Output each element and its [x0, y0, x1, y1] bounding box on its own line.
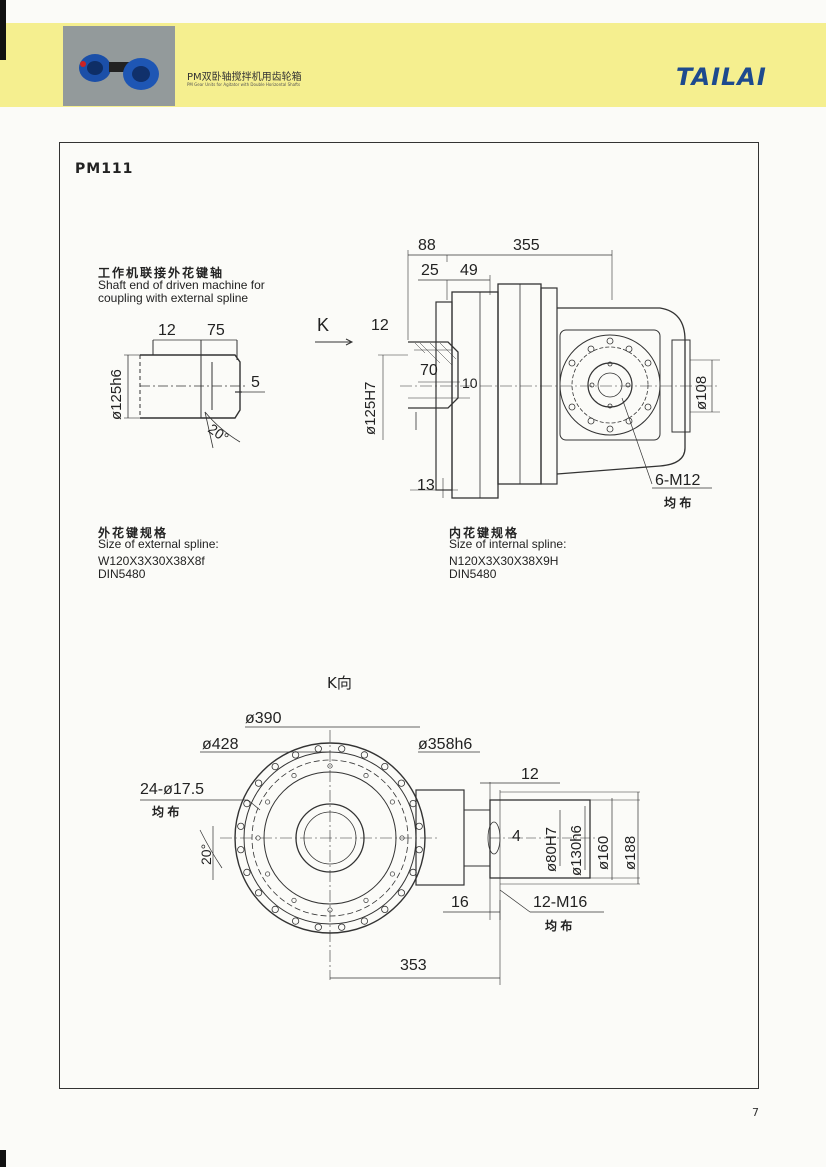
flange-hole	[409, 799, 417, 808]
inner-hole	[327, 907, 333, 913]
dim-12-side: 12	[371, 317, 389, 334]
dim-5: 5	[251, 374, 260, 391]
inner-hole	[327, 763, 333, 769]
flange-hole	[397, 889, 405, 897]
inner-hole	[265, 871, 271, 877]
dim-88: 88	[418, 237, 436, 254]
shaft-end-title-en-1: Shaft end of driven machine for	[98, 278, 265, 292]
side-uniform-note: 均 布	[664, 496, 692, 510]
inner-hole	[255, 835, 261, 841]
dim-dia390: ø390	[245, 710, 282, 727]
dim-dia130h6: ø130h6	[568, 825, 585, 876]
dim-dia188: ø188	[622, 835, 639, 870]
flange-hole	[271, 762, 279, 771]
flange-hole	[360, 917, 368, 925]
inner-hole	[389, 871, 395, 877]
k-holes2-spec: 12-M16	[533, 894, 588, 911]
flange-hole	[360, 751, 368, 759]
k-view-title: K向	[327, 674, 352, 692]
dim-13: 13	[417, 477, 435, 494]
flange-bolt-holes	[568, 337, 652, 433]
k-marker: K	[317, 315, 330, 335]
shaft-end-drawing	[124, 339, 265, 449]
page-edge-mark-bottom	[0, 1150, 6, 1167]
dim-16: 16	[451, 894, 469, 911]
dim-355: 355	[513, 237, 540, 254]
inner-holes	[255, 763, 405, 913]
flange-hole	[255, 889, 263, 897]
k-holes-spec: 24-ø17.5	[140, 781, 205, 798]
flange-hole	[338, 745, 346, 753]
flange-hole	[415, 822, 423, 830]
page-number: 7	[752, 1106, 759, 1119]
k-uniform-note-2: 均 布	[545, 919, 573, 933]
dim-70: 70	[420, 362, 438, 379]
flange-hole	[255, 779, 263, 787]
flange-hole	[381, 762, 389, 771]
dim-12-k: 12	[521, 766, 539, 783]
model-title: PM111	[75, 161, 134, 177]
page-edge-mark	[0, 0, 6, 60]
inner-hole	[399, 835, 405, 841]
dim-dia125h6: ø125h6	[108, 369, 125, 420]
header-subtitle: PM Gear Units for Agitator with Double H…	[187, 82, 301, 87]
inner-hole	[265, 799, 271, 805]
flange-hole	[237, 822, 245, 830]
inner-hole	[291, 773, 297, 779]
external-spline-spec: W120X3X30X38X8f	[98, 554, 205, 568]
inner-hole	[291, 897, 297, 903]
inner-hole	[363, 897, 369, 903]
header-title: PM双卧轴搅拌机用齿轮箱	[187, 72, 302, 83]
internal-spline-spec: N120X3X30X38X9H	[449, 554, 559, 568]
dim-dia428: ø428	[202, 736, 239, 753]
external-spline-title-en: Size of external spline:	[98, 537, 219, 551]
inner-hole	[389, 799, 395, 805]
dim-49: 49	[460, 262, 478, 279]
dim-angle-20-k: 20°	[198, 843, 214, 865]
flange-hole	[381, 905, 389, 914]
flange-hole	[271, 905, 279, 914]
gearbox-photo-icon	[63, 26, 175, 106]
dim-25: 25	[421, 262, 439, 279]
flange-hole	[243, 868, 251, 877]
flange-hole	[409, 868, 417, 877]
flange-hole	[314, 923, 322, 931]
dim-dia80h7: ø80H7	[543, 826, 560, 872]
flange-hole	[237, 846, 245, 854]
flange-hole	[291, 917, 300, 925]
inner-hole	[363, 773, 369, 779]
side-view-drawing	[315, 250, 720, 499]
flange-hole	[338, 923, 346, 931]
internal-spline-title-cn: 内花键规格	[449, 526, 520, 540]
brand-logo: TAILAI	[676, 63, 767, 91]
flange-hole	[415, 846, 423, 854]
shaft-end-title-cn: 工作机联接外花键轴	[98, 266, 225, 280]
internal-spline-title-en: Size of internal spline:	[449, 537, 567, 551]
dim-75: 75	[207, 322, 225, 339]
dim-10: 10	[462, 375, 478, 391]
flange-hole	[314, 745, 322, 753]
internal-spline-std: DIN5480	[449, 567, 497, 581]
k-uniform-note-1: 均 布	[152, 805, 180, 819]
product-thumbnail	[63, 26, 175, 106]
dim-dia160: ø160	[595, 835, 612, 870]
dim-353: 353	[400, 957, 427, 974]
external-spline-std: DIN5480	[98, 567, 146, 581]
dim-dia125h7: ø125H7	[362, 381, 379, 435]
dim-12-shaft: 12	[158, 322, 176, 339]
k-view-drawing	[140, 726, 640, 985]
side-holes-spec: 6-M12	[655, 472, 701, 489]
external-spline-title-cn: 外花键规格	[98, 526, 169, 540]
dim-4: 4	[512, 828, 521, 845]
flange-hole	[291, 751, 300, 759]
flange-hole	[397, 779, 405, 787]
dim-dia358h6: ø358h6	[418, 736, 473, 753]
shaft-end-title-en-2: coupling with external spline	[98, 291, 249, 305]
drawing-frame	[59, 142, 759, 1089]
dim-dia108: ø108	[693, 375, 710, 410]
